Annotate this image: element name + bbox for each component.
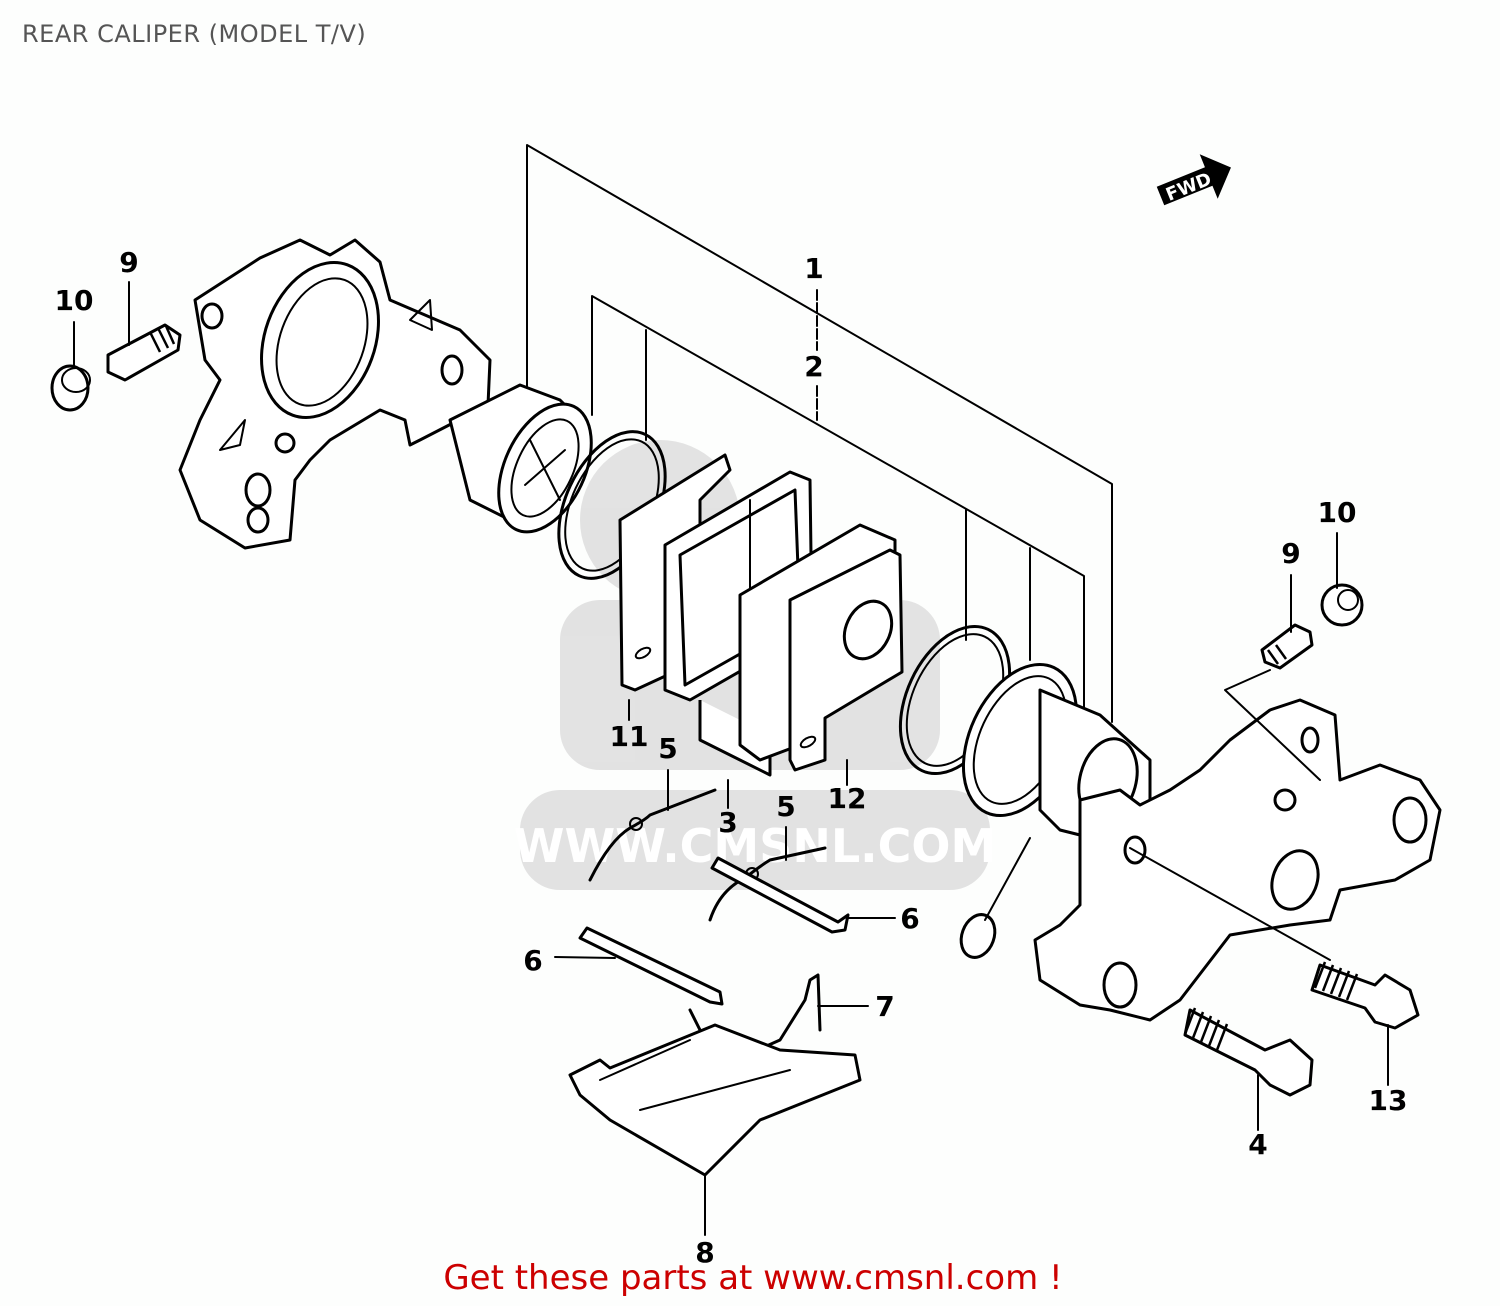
callout-4[interactable]: 4 [1248,1128,1267,1161]
caliper-cover-plate [568,1023,862,1177]
pad-pin-upper [710,856,850,934]
caliper-bolt [1129,847,1420,1030]
callout-13[interactable]: 13 [1369,1084,1408,1117]
bleeder-valve-left [106,323,182,382]
callout-10a[interactable]: 10 [55,284,94,317]
bleeder-cap-left [50,364,91,412]
callout-5a[interactable]: 5 [658,732,677,765]
callout-6b[interactable]: 6 [523,944,542,977]
part-callouts: 1 2 3 4 5 5 6 6 7 8 9 10 9 10 11 12 13 [55,246,1408,1269]
callout-7[interactable]: 7 [875,990,894,1023]
watermark-text: WWW.CMSNL.COM [514,819,997,873]
leader-lines [73,281,1389,1236]
footer-link[interactable]: Get these parts at www.cmsnl.com ! [443,1258,1063,1298]
pad-spring-left [588,788,717,882]
callout-3[interactable]: 3 [718,806,737,839]
piston-left [448,383,593,534]
page-title: REAR CALIPER (MODEL T/V) [22,20,367,48]
callout-6a[interactable]: 6 [900,902,919,935]
callout-8[interactable]: 8 [695,1236,714,1269]
bleeder-cap-right [1320,583,1364,627]
pad-pin-lower [578,926,724,1006]
callout-2[interactable]: 2 [804,350,823,383]
brake-pad-right [738,523,904,772]
caliper-body-right [1033,698,1442,1022]
bleeder-valve-right [1224,623,1321,781]
callout-9a[interactable]: 9 [119,246,138,279]
callout-5b[interactable]: 5 [776,790,795,823]
callout-1[interactable]: 1 [804,252,823,285]
forward-arrow-icon: FWD [1156,154,1231,206]
footer-promo[interactable]: Get these parts at www.cmsnl.com ! [0,1258,1500,1298]
washer [959,837,1031,959]
caliper-body-left [178,238,492,550]
slide-pin-bolt [1183,1007,1314,1097]
assembly-bracket-lines [526,144,1113,723]
callout-10b[interactable]: 10 [1318,496,1357,529]
callout-11[interactable]: 11 [610,720,649,753]
callout-9b[interactable]: 9 [1281,537,1300,570]
callout-12[interactable]: 12 [828,782,867,815]
